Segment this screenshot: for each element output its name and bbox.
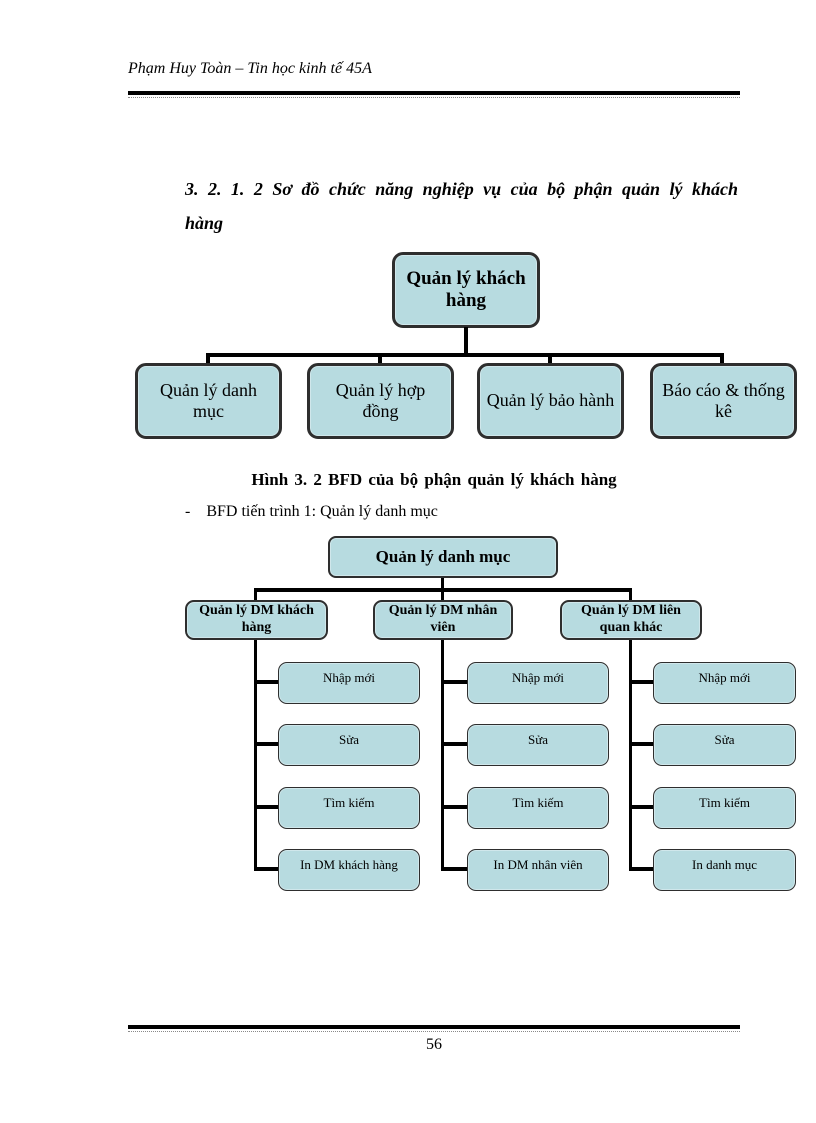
diagram2-leaf-box: Nhập mới bbox=[653, 662, 796, 704]
diagram1-child-box: Báo cáo & thống kê bbox=[650, 363, 797, 439]
footer-rule bbox=[128, 1025, 740, 1029]
bullet-text: BFD tiến trình 1: Quản lý danh mục bbox=[206, 503, 438, 520]
diagram2-leaf-box: Tìm kiếm bbox=[467, 787, 609, 829]
diagram2-leaf-box: Nhập mới bbox=[278, 662, 420, 704]
page-header-text: Phạm Huy Toàn – Tin học kinh tế 45A bbox=[128, 60, 372, 77]
connector2-drop-2 bbox=[441, 588, 444, 600]
figure-caption: Hình 3. 2 BFD của bộ phận quản lý khách … bbox=[251, 470, 617, 489]
diagram1-child-box: Quản lý danh mục bbox=[135, 363, 282, 439]
connector2-drop-3 bbox=[629, 588, 632, 600]
diagram2-leaf-box: Tìm kiếm bbox=[653, 787, 796, 829]
diagram2-column-header: Quản lý DM nhân viên bbox=[373, 600, 513, 640]
diagram1-child-box: Quản lý hợp đồng bbox=[307, 363, 454, 439]
section-heading-line2: hàng bbox=[185, 213, 224, 233]
connector-drop-3 bbox=[548, 353, 552, 365]
header-rule-thin bbox=[128, 97, 740, 98]
spine-col-1 bbox=[254, 640, 257, 871]
connector2-root-drop bbox=[441, 578, 444, 588]
diagram1-child-box: Quản lý bảo hành bbox=[477, 363, 624, 439]
connector-bus bbox=[206, 353, 724, 357]
connector-drop-1 bbox=[206, 353, 210, 365]
spine-col-2 bbox=[441, 640, 444, 871]
stub-3-1 bbox=[629, 680, 653, 684]
stub-1-3 bbox=[254, 805, 278, 809]
stub-1-2 bbox=[254, 742, 278, 746]
footer-rule-thin bbox=[128, 1031, 740, 1032]
diagram2-leaf-box: Sửa bbox=[278, 724, 420, 766]
stub-3-4 bbox=[629, 867, 653, 871]
page-number: 56 bbox=[426, 1036, 442, 1053]
diagram2-column-header: Quản lý DM khách hàng bbox=[185, 600, 328, 640]
bullet-line: - BFD tiến trình 1: Quản lý danh mục bbox=[185, 503, 665, 521]
stub-1-1 bbox=[254, 680, 278, 684]
stub-3-3 bbox=[629, 805, 653, 809]
connector-root-drop bbox=[464, 327, 468, 355]
diagram2-leaf-box: Nhập mới bbox=[467, 662, 609, 704]
diagram2-leaf-box: In DM nhân viên bbox=[467, 849, 609, 891]
diagram2-leaf-box: Sửa bbox=[467, 724, 609, 766]
connector2-drop-1 bbox=[254, 588, 257, 600]
connector-drop-2 bbox=[378, 353, 382, 365]
stub-3-2 bbox=[629, 742, 653, 746]
section-heading-line1: 3. 2. 1. 2 Sơ đồ chức năng nghiệp vụ của… bbox=[185, 179, 738, 199]
diagram2-column-header: Quản lý DM liên quan khác bbox=[560, 600, 702, 640]
header-rule bbox=[128, 91, 740, 95]
diagram2-leaf-box: Sửa bbox=[653, 724, 796, 766]
stub-2-4 bbox=[441, 867, 467, 871]
bullet-marker: - bbox=[185, 503, 191, 520]
diagram2-leaf-box: Tìm kiếm bbox=[278, 787, 420, 829]
diagram1-root-box: Quản lý khách hàng bbox=[392, 252, 540, 328]
spine-col-3 bbox=[629, 640, 632, 871]
connector-drop-4 bbox=[720, 353, 724, 365]
diagram2-root-box: Quản lý danh mục bbox=[328, 536, 558, 578]
stub-2-2 bbox=[441, 742, 467, 746]
stub-1-4 bbox=[254, 867, 278, 871]
diagram2-leaf-box: In DM khách hàng bbox=[278, 849, 420, 891]
diagram2-leaf-box: In danh mục bbox=[653, 849, 796, 891]
stub-2-3 bbox=[441, 805, 467, 809]
stub-2-1 bbox=[441, 680, 467, 684]
